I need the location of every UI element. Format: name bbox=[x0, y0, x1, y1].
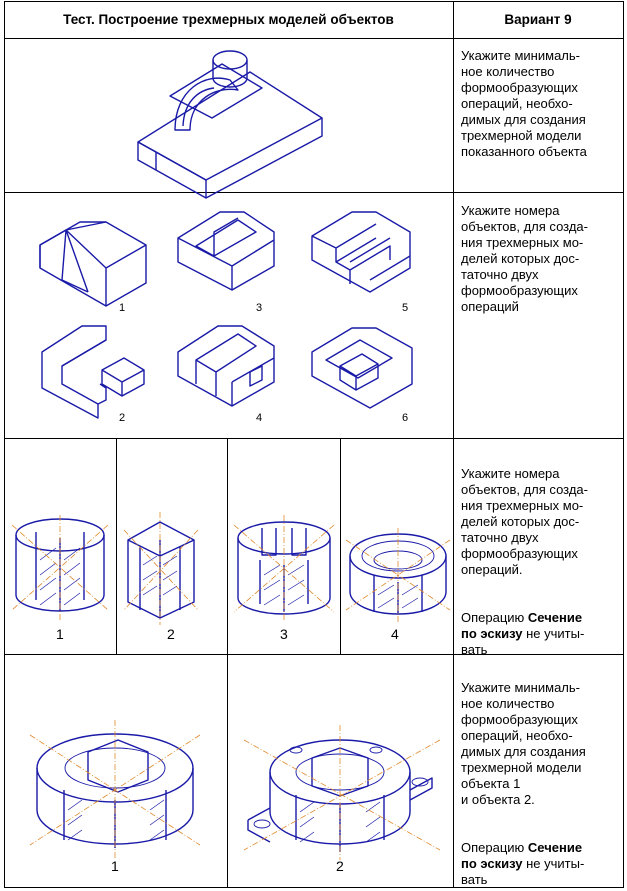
object-label-q4-2: 2 bbox=[336, 858, 344, 874]
section-label-1: 1 bbox=[56, 626, 64, 642]
table-border-right bbox=[623, 1, 624, 888]
q3-cell-divider-2 bbox=[227, 438, 228, 654]
section-label-2: 2 bbox=[167, 626, 175, 642]
section-label-3: 3 bbox=[280, 626, 288, 642]
question-4-note-prefix: Операцию bbox=[461, 840, 528, 855]
question-3-note-bold: Сечение по эскизу bbox=[461, 610, 583, 641]
table-border-bottom bbox=[4, 887, 624, 888]
object-label-5: 5 bbox=[402, 302, 409, 314]
variant-label: Вариант 9 bbox=[504, 11, 572, 27]
q3-cell-divider-3 bbox=[340, 438, 341, 654]
question-2-text: Укажите номера объектов, для созда- ния … bbox=[461, 203, 588, 314]
object-label-4: 4 bbox=[256, 412, 263, 424]
q3-cell-divider-1 bbox=[116, 438, 117, 654]
question-1-text: Укажите минималь- ное количество формооб… bbox=[461, 48, 587, 159]
object-label-q4-1: 1 bbox=[111, 858, 119, 874]
question-4-note-bold: Сечение по эскизу bbox=[461, 840, 583, 871]
question-4-note-suffix: не учиты- вать bbox=[461, 856, 585, 887]
question-4-text: Укажите минималь- ное количество формооб… bbox=[461, 664, 619, 888]
question-3-text: Укажите номера объектов, для созда- ния … bbox=[461, 450, 619, 658]
section-label-4: 4 bbox=[391, 626, 399, 642]
question-3-note-suffix: не учиты- вать bbox=[461, 626, 585, 657]
question-3-prompt: Укажите номера объектов, для созда- ния … bbox=[461, 466, 588, 577]
object-label-1: 1 bbox=[119, 302, 126, 314]
row-divider-2 bbox=[4, 438, 624, 439]
object-label-2: 2 bbox=[119, 412, 126, 424]
question-3-note-prefix: Операцию bbox=[461, 610, 528, 625]
object-label-3: 3 bbox=[256, 302, 263, 314]
table-border-left bbox=[4, 1, 5, 888]
header-divider bbox=[4, 38, 624, 39]
object-label-6: 6 bbox=[402, 412, 409, 424]
question-4-prompt: Укажите минималь- ное количество формооб… bbox=[461, 680, 586, 807]
column-divider bbox=[453, 1, 454, 888]
row-divider-1 bbox=[4, 192, 624, 193]
page-title: Тест. Построение трехмерных моделей объе… bbox=[63, 11, 394, 27]
q4-cell-divider bbox=[227, 654, 228, 887]
row-divider-3 bbox=[4, 654, 624, 655]
table-border-top bbox=[4, 1, 624, 2]
